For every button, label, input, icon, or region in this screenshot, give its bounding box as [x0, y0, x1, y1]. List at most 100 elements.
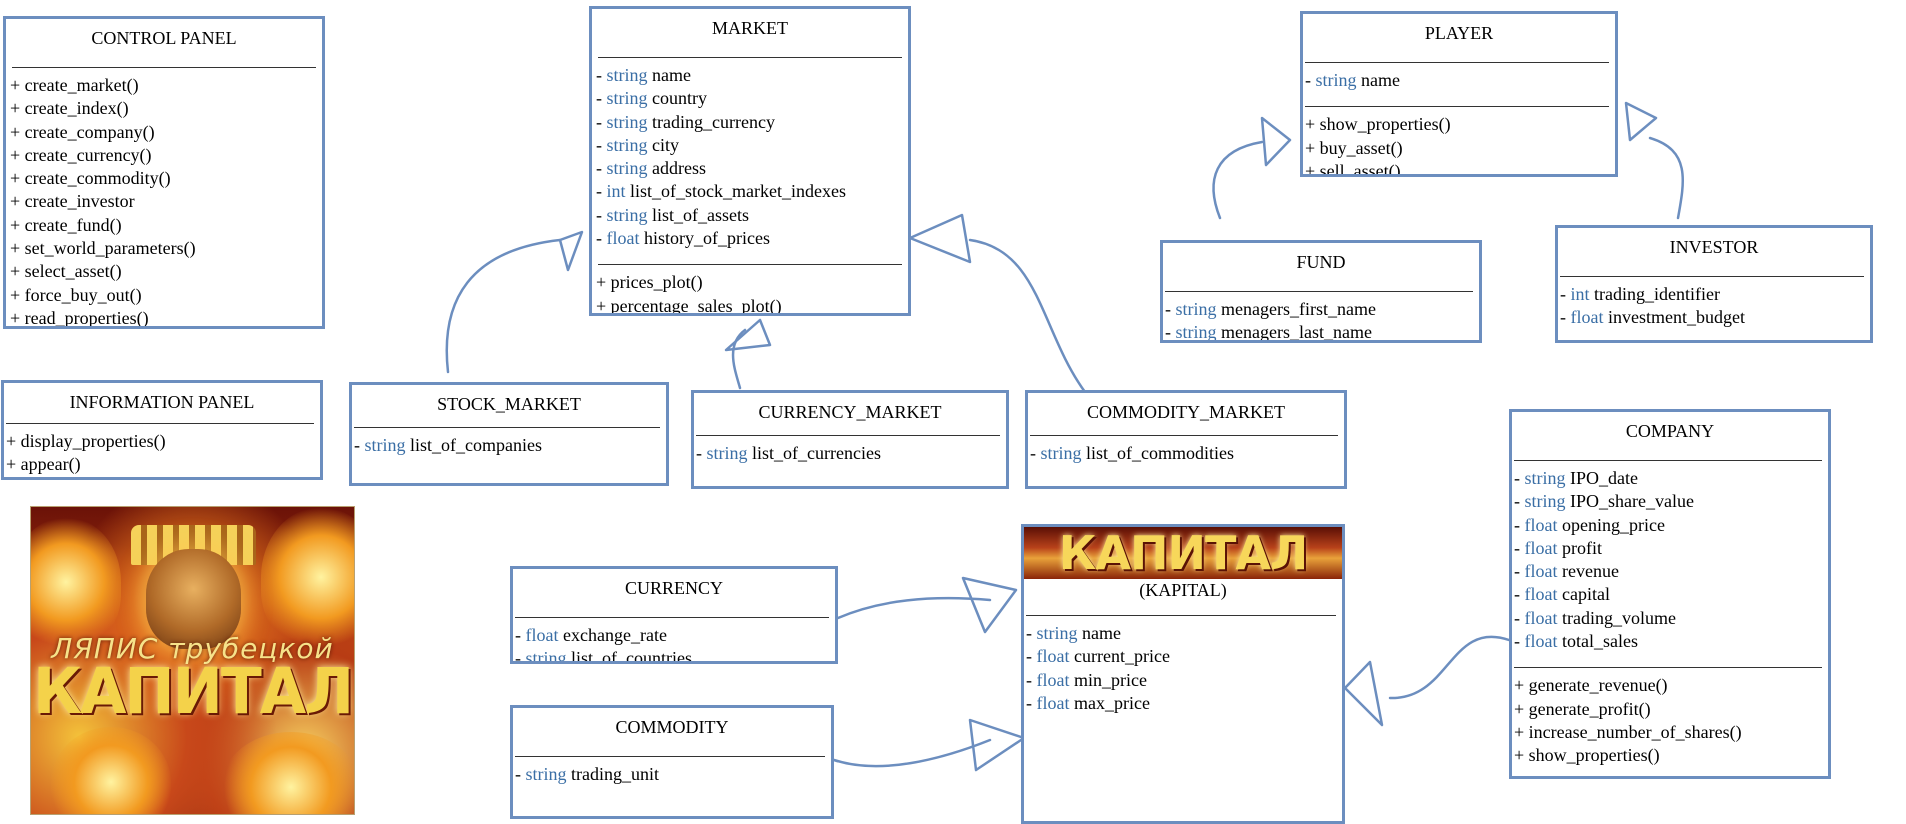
class-control-panel[interactable]: CONTROL PANEL + create_market()+ create_… — [3, 16, 325, 329]
visibility-marker: - — [1026, 669, 1037, 690]
visibility-marker: - — [1026, 623, 1037, 643]
class-currency[interactable]: CURRENCY - float exchange_rate- string l… — [510, 566, 838, 664]
album-cover-image: ЛЯПИС трубецкой КАПИТАЛ — [30, 506, 355, 815]
attribute-row: - float capital — [1514, 583, 1824, 606]
methods-section: + generate_revenue()+ generate_profit()+… — [1512, 668, 1828, 769]
idol-head-decoration — [146, 549, 241, 649]
attribute-name: revenue — [1562, 561, 1619, 582]
attribute-row: - string list_of_companies — [354, 434, 662, 457]
attribute-name: min_price — [1074, 669, 1147, 690]
method-row: + read_properties() — [10, 307, 149, 328]
investor-to-player-arrow — [1648, 136, 1685, 220]
attribute-name: opening_price — [1562, 514, 1665, 535]
visibility-marker: - — [1514, 514, 1525, 535]
type-keyword: string — [525, 764, 567, 784]
attribute-name: list_of_assets — [652, 204, 750, 225]
type-keyword: string — [525, 648, 567, 664]
divider — [1560, 276, 1864, 277]
attribute-row: - float total_sales — [1514, 630, 1824, 653]
attribute-name: exchange_rate — [563, 625, 667, 645]
class-title: (KAPITAL) — [1139, 580, 1227, 600]
visibility-marker: - — [1026, 692, 1037, 713]
class-commodity[interactable]: COMMODITY - string trading_unit — [510, 705, 834, 819]
divider — [1305, 106, 1609, 108]
company-to-kapital-arrow-head — [1343, 660, 1384, 727]
attribute-row: - int list_of_stock_market_indexes — [596, 180, 904, 203]
type-keyword: string — [364, 435, 406, 455]
class-commodity-market[interactable]: COMMODITY_MARKET - string list_of_commod… — [1025, 390, 1347, 489]
attributes-section: - string list_of_currencies — [694, 436, 1006, 467]
attribute-name: history_of_prices — [644, 228, 770, 249]
attribute-name: current_price — [1074, 646, 1170, 667]
class-title: INFORMATION PANEL — [69, 392, 255, 412]
attribute-name: total_sales — [1562, 631, 1638, 652]
type-keyword: string — [606, 134, 648, 155]
attribute-name: list_of_stock_market_indexes — [630, 181, 846, 202]
visibility-marker: - — [1560, 307, 1571, 328]
attribute-row: - float trading_volume — [1514, 607, 1824, 630]
visibility-marker: - — [1165, 322, 1176, 343]
class-information-panel[interactable]: INFORMATION PANEL + display_properties()… — [1, 380, 323, 480]
method-row: + show_properties() — [1514, 745, 1660, 766]
class-title: CURRENCY — [624, 578, 723, 598]
attribute-row: - float investment_budget — [1560, 306, 1866, 329]
method-row: + percentage_sales_plot() — [596, 295, 782, 316]
class-player[interactable]: PLAYER - string name + show_properties()… — [1300, 11, 1618, 177]
class-investor[interactable]: INVESTOR - int trading_identifier- float… — [1555, 225, 1873, 343]
class-currency-market[interactable]: CURRENCY_MARKET - string list_of_currenc… — [691, 390, 1009, 489]
currency-market-to-market-arrow-head — [724, 318, 772, 352]
flame-decoration — [51, 727, 171, 814]
methods-section: + show_properties()+ buy_asset()+ sell_a… — [1303, 107, 1615, 174]
type-keyword: int — [1570, 284, 1590, 304]
class-market[interactable]: MARKET - string name- string country- st… — [589, 6, 911, 316]
flame-decoration — [261, 507, 354, 647]
type-keyword: string — [1175, 322, 1217, 343]
method-row: + create_fund() — [10, 214, 122, 235]
class-title: INVESTOR — [1669, 237, 1759, 257]
class-stock-market[interactable]: STOCK_MARKET - string list_of_companies — [349, 382, 669, 486]
fund-to-player-arrow-head — [1260, 116, 1292, 167]
commodity-market-to-market-arrow-head — [908, 213, 972, 264]
commodity-to-kapital-arrow-head — [968, 718, 1026, 772]
visibility-marker: - — [1514, 537, 1525, 558]
type-keyword: float — [1036, 692, 1070, 713]
attribute-row: - string menagers_first_name — [1165, 298, 1475, 321]
method-row: + create_currency() — [10, 144, 152, 165]
stock-market-to-market-arrow — [445, 238, 562, 374]
visibility-marker: - — [596, 111, 607, 132]
method-row: + buy_asset() — [1305, 137, 1403, 158]
methods-section: + display_properties()+ appear() — [4, 424, 320, 477]
type-keyword: string — [606, 158, 648, 179]
attributes-section: - float exchange_rate- string list_of_co… — [513, 618, 835, 664]
divider — [598, 57, 902, 58]
flame-decoration — [31, 517, 121, 647]
class-kapital[interactable]: КАПИТАЛ (KAPITAL) - string name- float c… — [1021, 524, 1345, 824]
attributes-section: - string IPO_date- string IPO_share_valu… — [1512, 461, 1828, 655]
attribute-row: - float revenue — [1514, 560, 1824, 583]
method-row: + create_commodity() — [10, 168, 171, 189]
class-title: CURRENCY_MARKET — [758, 402, 942, 422]
attribute-row: - float opening_price — [1514, 514, 1824, 537]
type-keyword: string — [606, 88, 648, 109]
attribute-name: trading_identifier — [1594, 284, 1720, 304]
attribute-row: - float min_price — [1026, 669, 1338, 692]
type-keyword: string — [706, 443, 748, 463]
type-keyword: float — [1036, 646, 1070, 667]
type-keyword: string — [1524, 491, 1566, 512]
album-artist-text: ЛЯПИС трубецкой — [51, 632, 334, 665]
class-company[interactable]: COMPANY - string IPO_date- string IPO_sh… — [1509, 409, 1831, 779]
divider — [1165, 291, 1473, 292]
class-title: COMMODITY — [615, 717, 729, 737]
attributes-section: - int trading_identifier- float investme… — [1558, 277, 1870, 332]
divider — [1026, 615, 1336, 616]
attribute-row: - string trading_unit — [515, 763, 827, 786]
class-title: COMPANY — [1625, 421, 1715, 441]
class-fund[interactable]: FUND - string menagers_first_name- strin… — [1160, 240, 1482, 343]
type-keyword: string — [606, 111, 648, 132]
visibility-marker: - — [596, 88, 607, 109]
type-keyword: float — [1570, 307, 1604, 328]
class-title: MARKET — [712, 18, 788, 38]
method-row: + select_asset() — [10, 261, 122, 282]
investor-to-player-arrow-head — [1624, 101, 1658, 142]
visibility-marker: - — [1514, 631, 1525, 652]
